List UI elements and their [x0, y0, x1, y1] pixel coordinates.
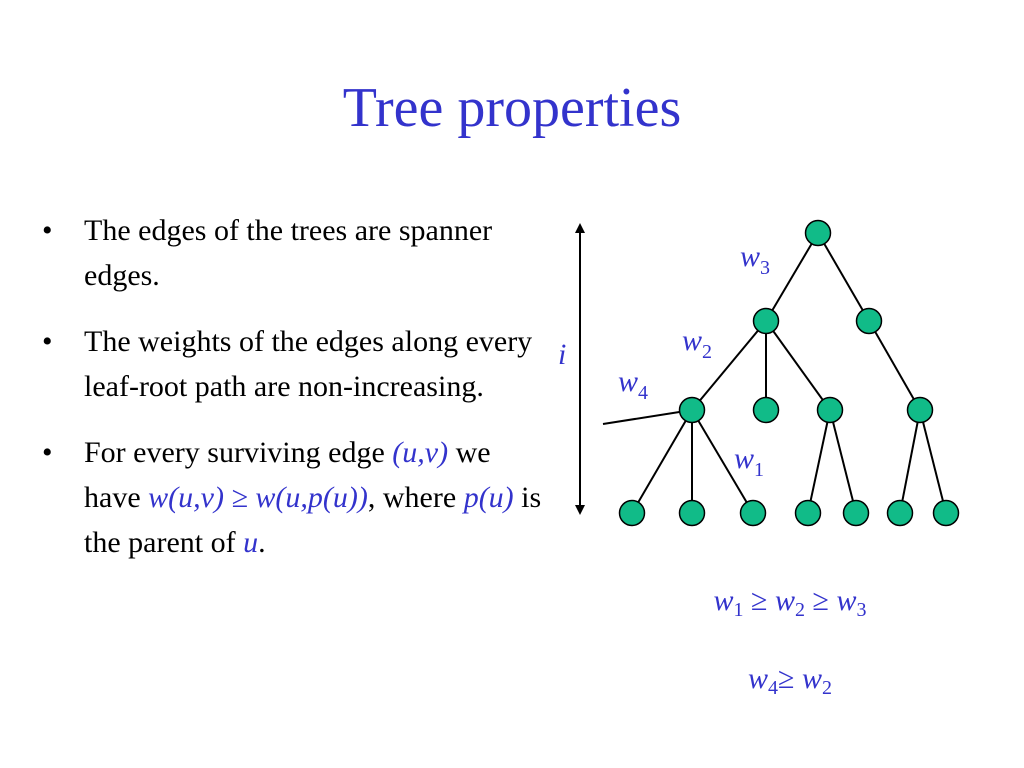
tree-node	[794, 499, 822, 527]
tree-node	[816, 396, 844, 424]
tree-node	[855, 307, 883, 335]
tree-node	[752, 396, 780, 424]
tree-edge	[919, 409, 947, 514]
edge-label-w4: w4	[618, 365, 648, 404]
bullet-text-post: , where	[367, 481, 464, 514]
parent-notation: p(u)	[463, 481, 514, 514]
bullet-marker: •	[42, 214, 53, 247]
tree-node	[618, 499, 646, 527]
tree-edge	[631, 409, 693, 514]
tree-node	[752, 307, 780, 335]
bullet-item: • For every surviving edge (u,v) we have…	[42, 430, 542, 565]
bullet-item: • The weights of the edges along every l…	[42, 319, 542, 409]
bullet-text-post: is the parent of	[84, 481, 542, 559]
edge-label-w3: w3	[740, 240, 770, 279]
edge-label-w2: w2	[682, 324, 712, 363]
tree-edge	[765, 232, 819, 322]
tree-edge	[817, 232, 870, 322]
tree-edge	[899, 409, 921, 514]
tree-node	[804, 219, 832, 247]
bullet-item: • The edges of the trees are spanner edg…	[42, 208, 542, 298]
bullet-text-pre: For every surviving edge	[84, 436, 393, 469]
node-notation: u	[243, 526, 259, 559]
tree-edge	[868, 320, 921, 411]
tree-edge	[807, 409, 831, 514]
inequality-line-1: w1 ≥ w2 ≥ w3	[713, 584, 867, 621]
slide-title: Tree properties	[342, 77, 682, 139]
tree-node	[886, 499, 914, 527]
tree-node	[906, 396, 934, 424]
bullet-text-mid: we have	[84, 436, 491, 514]
inequality-line-2: w4≥ w2	[748, 662, 832, 699]
tree-node	[842, 499, 870, 527]
bullet-text: The weights of the edges along every lea…	[84, 325, 533, 403]
bullet-text-end: .	[258, 526, 266, 559]
bullet-marker: •	[42, 325, 53, 358]
tree-node	[739, 499, 767, 527]
height-label: i	[558, 338, 566, 371]
edge-label-w1: w1	[734, 442, 764, 481]
bullet-list: • The edges of the trees are spanner edg…	[42, 208, 542, 586]
tree-edge	[691, 320, 767, 411]
tree-node	[678, 499, 706, 527]
tree-edge	[691, 409, 754, 514]
tree-node	[932, 499, 960, 527]
tree-edge-external	[602, 409, 693, 425]
bullet-marker: •	[42, 436, 53, 469]
edge-notation: (u,v)	[392, 436, 449, 469]
tree-node	[678, 396, 706, 424]
bullet-text: The edges of the trees are spanner edges…	[84, 214, 493, 292]
tree-edge	[829, 409, 857, 514]
tree-nodes	[618, 219, 960, 527]
tree-edges	[602, 232, 947, 514]
tree-edge	[765, 320, 831, 411]
weight-formula: w(u,v) ≥ w(u,p(u))	[148, 481, 368, 514]
